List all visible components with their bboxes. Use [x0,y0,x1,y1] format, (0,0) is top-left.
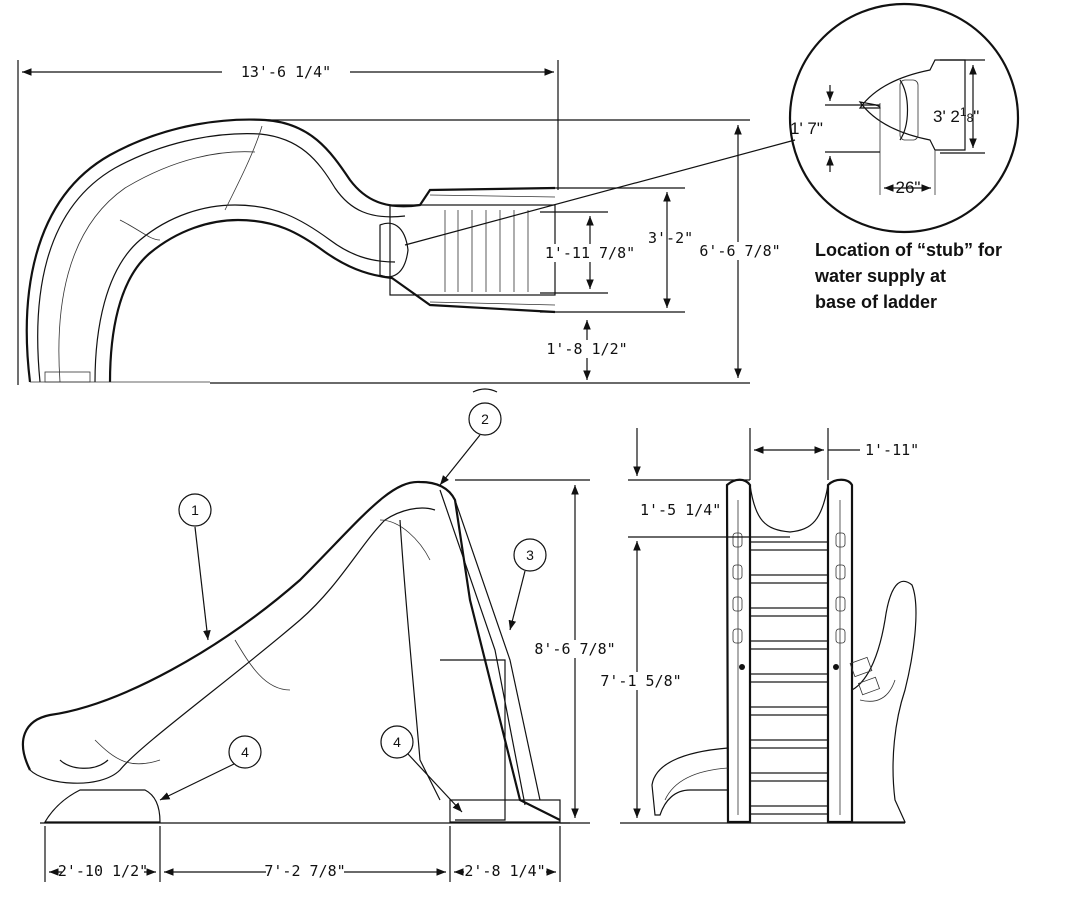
callout-4-right: 4 [393,734,401,750]
slide-plan-outline [25,118,556,383]
detail-width-dimension: 3' 218" [933,105,979,126]
ladder-outer-width-dimension: 3'-2" [648,229,693,247]
stub-offset-dimension: 1' 7" [790,119,823,138]
callout-3: 3 [526,547,534,563]
ladder-rungs [749,541,829,815]
overall-depth-dimension: 6'-6 7/8" [699,242,780,260]
front-ladder-height-dimension: 7'-1 5/8" [600,672,681,690]
callout-2: 2 [481,411,489,427]
stub-detail: 26" 3' 218" 1' 7" [788,2,1020,234]
ladder-inner-width-dimension: 1'-11 7/8" [545,244,635,262]
base-middle-dimension: 7'-2 7/8" [264,862,345,880]
ladder-offset-dimension: 1'-8 1/2" [546,340,627,358]
callout-1: 1 [191,502,199,518]
top-view: 13'-6 1/4" [17,60,796,385]
stub-caption: Location of “stub” for water supply at b… [814,240,1007,312]
overall-length-dimension: 13'-6 1/4" [241,63,331,81]
callout-4-left: 4 [241,744,249,760]
front-view: 1'-11" 1'-5 1/4" 7'-1 5/8" [600,428,919,824]
base-left-dimension: 2'-10 1/2" [58,862,148,880]
side-height-dimension: 8'-6 7/8" [534,640,615,658]
side-view: 1 2 3 4 4 8'-6 7/8" 2'-10 1/2" 7'-2 7/8" [21,388,616,882]
rail-slots [732,532,846,644]
stub-depth-dimension: 26" [896,178,921,197]
front-top-width-dimension: 1'-11" [865,441,919,459]
front-top-offset-dimension: 1'-5 1/4" [640,501,721,519]
base-right-dimension: 2'-8 1/4" [464,862,545,880]
